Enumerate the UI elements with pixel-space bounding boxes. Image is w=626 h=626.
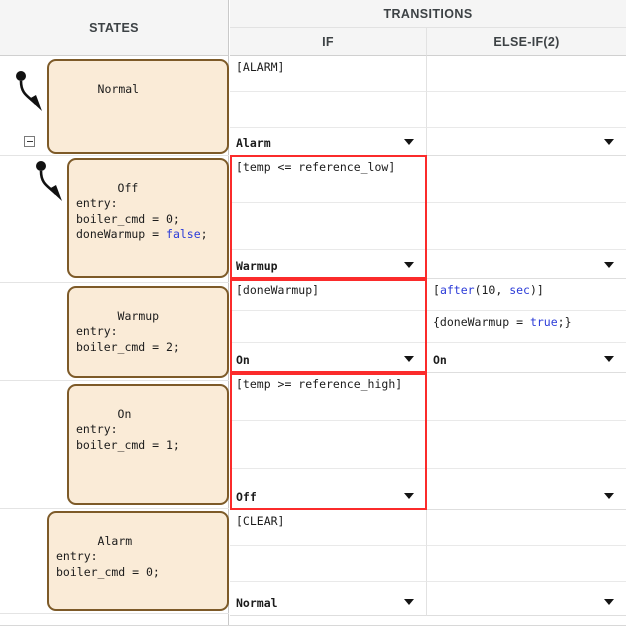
elseif-action-cell-row-1[interactable]	[427, 92, 626, 128]
elseif-condition-cell-row-2[interactable]	[427, 156, 626, 203]
if-action-cell-row-3[interactable]	[230, 311, 427, 343]
if-condition-cell-row-1[interactable]: [ALARM]	[230, 56, 427, 92]
caret-down-icon[interactable]	[604, 262, 614, 268]
states-row-separator	[0, 613, 229, 614]
column-header-if: IF	[230, 28, 427, 56]
state-text-on: On entry: boiler_cmd = 1;	[76, 406, 180, 452]
elseif-condition-cell-row-5[interactable]	[427, 510, 626, 546]
if-destination-cell-row-4[interactable]: Off	[230, 469, 427, 510]
if-destination-cell-row-2[interactable]: Warmup	[230, 250, 427, 279]
default-transition-arrow-icon	[16, 71, 42, 111]
if-destination-cell-row-1[interactable]: Alarm	[230, 128, 427, 156]
elseif-action-cell-row-4[interactable]	[427, 421, 626, 469]
caret-down-icon[interactable]	[404, 139, 414, 145]
elseif-destination-cell-row-3[interactable]: On	[427, 343, 626, 373]
if-action-cell-row-5[interactable]	[230, 546, 427, 582]
elseif-destination-cell-row-2[interactable]	[427, 250, 626, 279]
caret-down-icon[interactable]	[404, 356, 414, 362]
column-header-elseif: ELSE-IF(2)	[427, 28, 626, 56]
if-condition-cell-row-2[interactable]: [temp <= reference_low]	[230, 156, 427, 203]
states-row-separator	[0, 282, 229, 283]
state-box-on[interactable]: On entry: boiler_cmd = 1;	[67, 384, 229, 505]
if-destination-cell-row-5[interactable]: Normal	[230, 582, 427, 616]
state-text-off: Off entry: boiler_cmd = 0; doneWarmup = …	[76, 180, 208, 242]
elseif-action-cell-row-2[interactable]	[427, 203, 626, 250]
state-label-normal: Normal	[97, 81, 140, 96]
caret-down-icon[interactable]	[404, 262, 414, 268]
states-row-separator	[0, 380, 229, 381]
caret-down-icon[interactable]	[604, 139, 614, 145]
caret-down-icon[interactable]	[604, 356, 614, 362]
elseif-destination-cell-row-5[interactable]	[427, 582, 626, 616]
elseif-action-text-row-3: {doneWarmup = true;}	[433, 315, 572, 329]
if-condition-cell-row-3[interactable]: [doneWarmup]	[230, 279, 427, 311]
caret-down-icon[interactable]	[604, 493, 614, 499]
column-header-transitions: TRANSITIONS	[230, 0, 626, 28]
state-text-alarm: Alarm entry: boiler_cmd = 0;	[56, 533, 160, 579]
states-row-separator	[0, 508, 229, 509]
states-column: Normal Off entry: boiler_cmd = 0; doneWa…	[0, 56, 229, 626]
state-box-off[interactable]: Off entry: boiler_cmd = 0; doneWarmup = …	[67, 158, 229, 278]
keyword-false: false	[166, 227, 201, 242]
column-header-states: STATES	[0, 0, 229, 56]
if-action-cell-row-1[interactable]	[230, 92, 427, 128]
elseif-destination-cell-row-4[interactable]	[427, 469, 626, 510]
if-action-cell-row-2[interactable]	[230, 203, 427, 250]
default-transition-arrow-icon	[36, 161, 62, 201]
state-text-warmup: Warmup entry: boiler_cmd = 2;	[76, 308, 180, 354]
elseif-action-cell-row-3[interactable]: {doneWarmup = true;}	[427, 311, 626, 343]
state-box-normal[interactable]: Normal	[47, 59, 229, 154]
caret-down-icon[interactable]	[404, 493, 414, 499]
elseif-condition-cell-row-3[interactable]: [after(10, sec)]	[427, 279, 626, 311]
elseif-condition-text-row-3: [after(10, sec)]	[433, 283, 544, 297]
states-row-separator	[0, 155, 229, 156]
collapse-minus-icon[interactable]	[24, 136, 35, 147]
if-action-cell-row-4[interactable]	[230, 421, 427, 469]
caret-down-icon[interactable]	[404, 599, 414, 605]
if-condition-cell-row-5[interactable]: [CLEAR]	[230, 510, 427, 546]
state-box-alarm[interactable]: Alarm entry: boiler_cmd = 0;	[47, 511, 229, 611]
caret-down-icon[interactable]	[604, 599, 614, 605]
state-box-warmup[interactable]: Warmup entry: boiler_cmd = 2;	[67, 286, 229, 378]
if-destination-cell-row-3[interactable]: On	[230, 343, 427, 373]
elseif-condition-cell-row-1[interactable]	[427, 56, 626, 92]
if-condition-cell-row-4[interactable]: [temp >= reference_high]	[230, 373, 427, 421]
elseif-destination-cell-row-1[interactable]	[427, 128, 626, 156]
elseif-action-cell-row-5[interactable]	[427, 546, 626, 582]
elseif-condition-cell-row-4[interactable]	[427, 373, 626, 421]
